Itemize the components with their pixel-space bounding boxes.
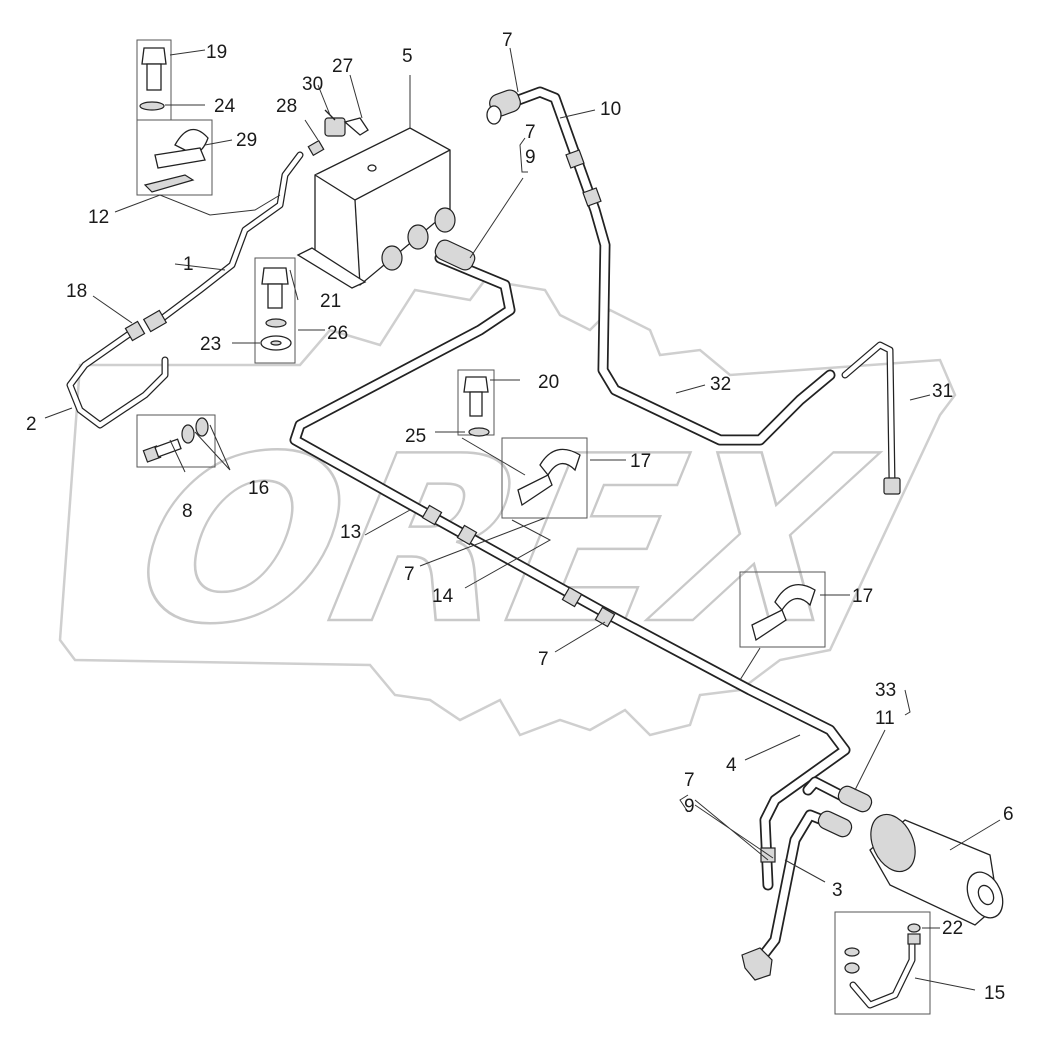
callout-3: 3	[832, 880, 843, 901]
bolt-group-20	[457, 369, 495, 437]
callout-25: 25	[405, 426, 426, 447]
callout-7-top-b: 7	[525, 122, 536, 143]
callout-10: 10	[600, 99, 621, 120]
callout-14: 14	[432, 586, 454, 607]
leader-lines	[44, 47, 1001, 991]
callout-32: 32	[710, 374, 731, 395]
callouts: 19 24 29 12 1 18 2 28 30 27 5 7 10 7 9 2…	[26, 30, 1014, 1004]
callout-1: 1	[183, 254, 194, 275]
callout-2: 2	[26, 414, 37, 435]
bolt-group-19	[136, 39, 172, 121]
callout-16: 16	[248, 478, 269, 499]
callout-17-a: 17	[630, 451, 651, 472]
watermark-text: OREX	[117, 406, 891, 674]
callout-28: 28	[276, 96, 297, 117]
callout-12: 12	[88, 207, 109, 228]
callout-5: 5	[402, 46, 413, 67]
filter-6	[869, 813, 1004, 926]
tank-fittings	[307, 109, 369, 157]
callout-17-b: 17	[852, 586, 873, 607]
callout-7-mid-a: 7	[404, 564, 415, 585]
bolt-group-8	[136, 414, 216, 468]
union-18	[124, 309, 168, 342]
callout-22: 22	[942, 918, 963, 939]
clamp-group-29	[136, 119, 213, 196]
pipes	[66, 86, 916, 1009]
callout-27: 27	[332, 56, 353, 77]
callout-11: 11	[875, 708, 895, 729]
callout-33: 33	[875, 680, 896, 701]
callout-18: 18	[66, 281, 87, 302]
clamp-group-17b	[739, 571, 826, 648]
callout-19: 19	[206, 42, 227, 63]
nut-31	[883, 477, 901, 495]
callout-7-top: 7	[502, 30, 513, 51]
callout-15: 15	[984, 983, 1005, 1004]
callout-26: 26	[327, 323, 348, 344]
callout-9-bot: 9	[684, 796, 695, 817]
watermark: OREX	[58, 278, 957, 737]
callout-24: 24	[214, 96, 236, 117]
hose-group-15	[834, 911, 931, 1015]
callout-9-top: 9	[525, 147, 536, 168]
callout-23: 23	[200, 334, 221, 355]
callout-4: 4	[726, 755, 737, 776]
pipe-sleeves	[421, 89, 873, 981]
callout-7-mid-b: 7	[538, 649, 549, 670]
callout-20: 20	[538, 372, 559, 393]
callout-31: 31	[932, 381, 953, 402]
callout-7-bot: 7	[684, 770, 695, 791]
fuel-tank	[296, 127, 456, 289]
callout-6: 6	[1003, 804, 1014, 825]
callout-13: 13	[340, 522, 361, 543]
callout-8: 8	[182, 501, 193, 522]
callout-29: 29	[236, 130, 257, 151]
callout-21: 21	[320, 291, 341, 312]
callout-30: 30	[302, 74, 323, 95]
watermark-gear	[58, 278, 957, 737]
bolt-group-21	[254, 257, 296, 364]
